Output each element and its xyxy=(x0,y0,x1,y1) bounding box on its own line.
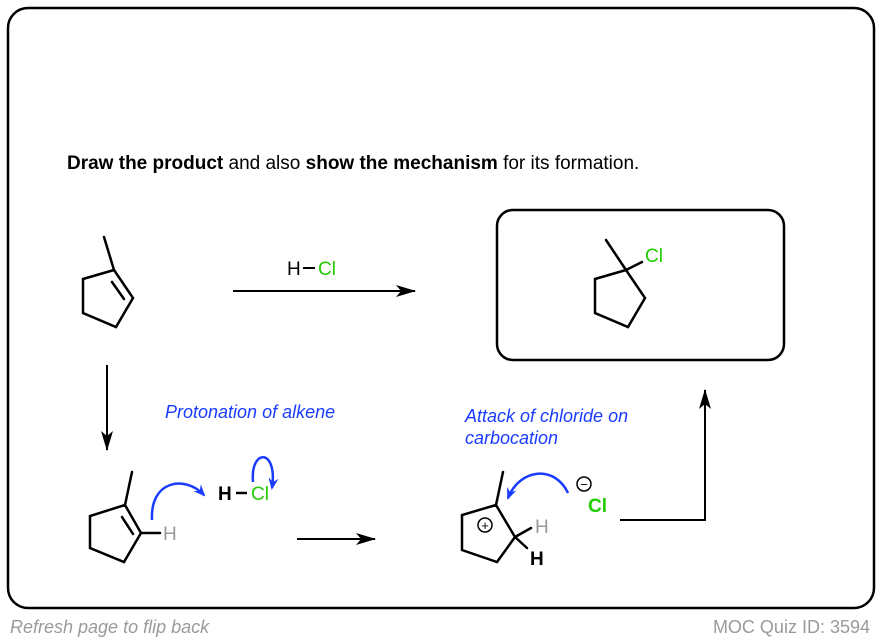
to-product-arrow xyxy=(620,389,711,521)
curved-arrow-bond-to-cl xyxy=(251,456,279,490)
svg-text:Cl: Cl xyxy=(588,496,607,517)
svg-text:H: H xyxy=(163,524,177,545)
svg-text:+: + xyxy=(481,518,489,533)
svg-text:−: − xyxy=(580,477,588,492)
svg-text:H: H xyxy=(530,549,544,570)
svg-text:H: H xyxy=(218,484,232,505)
product-chlorocyclopentane: Cl xyxy=(593,238,663,329)
attack-note-line2: carbocation xyxy=(465,428,558,448)
chloride-ion: − Cl xyxy=(576,476,607,517)
product-box xyxy=(495,208,786,362)
question-text: Draw the product and also show the mecha… xyxy=(67,153,639,174)
hcl-molecule: H Cl xyxy=(218,484,269,505)
refresh-hint[interactable]: Refresh page to flip back xyxy=(10,617,210,637)
quiz-id: MOC Quiz ID: 3594 xyxy=(713,617,870,637)
carbocation: + H H xyxy=(460,470,549,570)
alkene-with-h: H xyxy=(88,470,177,564)
curved-arrow-cl-attack xyxy=(506,472,570,500)
svg-text:H: H xyxy=(287,259,301,280)
protonation-note: Protonation of alkene xyxy=(165,402,335,422)
svg-text:H: H xyxy=(535,517,549,538)
curved-arrow-pi-to-h xyxy=(150,482,206,521)
svg-text:Cl: Cl xyxy=(318,259,336,280)
card-border xyxy=(6,6,876,610)
svg-text:Cl: Cl xyxy=(251,484,269,505)
svg-text:Cl: Cl xyxy=(645,246,663,267)
starting-alkene xyxy=(81,235,135,329)
reagent-hcl: H Cl xyxy=(287,259,336,280)
attack-note-line1: Attack of chloride on xyxy=(464,406,628,426)
